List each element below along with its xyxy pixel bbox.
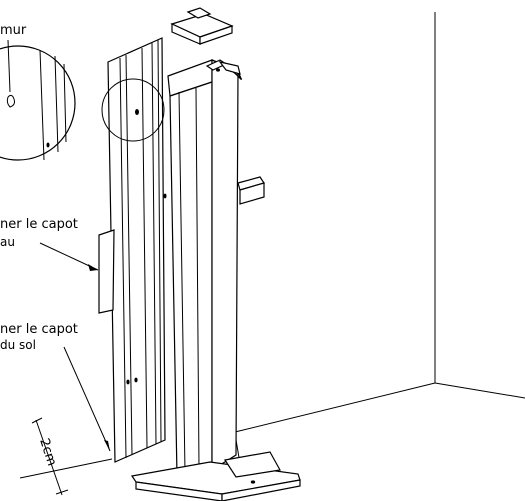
base-plate <box>130 451 301 501</box>
room-corner <box>19 12 525 479</box>
floor-cover-leader <box>63 346 111 452</box>
base-plate-front <box>135 481 223 501</box>
wall-profile-line-4 <box>151 42 157 445</box>
column-side-face <box>211 59 239 472</box>
leaders <box>7 39 111 452</box>
floor-line-left <box>19 458 113 479</box>
side-bracket <box>237 176 265 205</box>
column-front-face <box>169 81 213 477</box>
wall-profile-side-hole <box>163 193 167 199</box>
dimension-label: 2cm <box>36 437 59 468</box>
dimension-line <box>35 419 63 496</box>
wall-profile-line-3 <box>141 47 148 449</box>
detail-line-1 <box>39 49 45 161</box>
floor-cover-label-line2: du sol <box>0 338 36 352</box>
upper-cover-leader <box>39 242 99 271</box>
wall-profile-body <box>107 37 166 463</box>
base-inner-block <box>224 451 281 478</box>
top-cap-side <box>199 25 233 45</box>
top-cap-knob <box>186 7 212 19</box>
cover-plate <box>98 229 115 314</box>
wall-profile <box>107 37 167 463</box>
column-front-line-1 <box>178 91 186 473</box>
detail-line-2 <box>54 55 59 153</box>
base-plate-side <box>221 479 301 501</box>
column-cap-tab-right <box>218 61 241 75</box>
detail-circle-small <box>101 78 165 142</box>
wall-profile-line-2 <box>125 54 133 456</box>
upper-cover-label-line2: au <box>0 235 15 249</box>
detail-keyhole-icon <box>6 94 15 108</box>
wall-floor-left-edge <box>234 382 436 433</box>
detail-hole <box>46 142 50 148</box>
wall-callout-label: mur <box>0 23 27 38</box>
column-bolt <box>216 68 220 72</box>
base-hole <box>250 480 256 484</box>
floor-cover-arrowhead <box>104 440 110 451</box>
floor-cover-label-line1: ner le capot <box>0 322 78 337</box>
wall-floor-right-edge <box>434 382 525 399</box>
dimension-2cm <box>31 417 69 496</box>
wall-profile-line-1 <box>119 57 127 459</box>
bracket-front <box>239 182 265 205</box>
loose-cover-plate <box>98 229 115 314</box>
wall-callout-leader <box>7 39 11 93</box>
wall-profile-hole-bottom-1 <box>126 379 130 385</box>
wall-profile-line-5 <box>157 39 162 443</box>
wall-profile-hole-bottom-2 <box>134 377 138 383</box>
upper-cover-arrowhead <box>88 264 98 271</box>
main-column <box>167 59 243 477</box>
top-cap <box>170 7 234 45</box>
detail-line-3 <box>63 63 67 143</box>
upper-cover-label-line1: ner le capot <box>0 217 78 232</box>
dimension-tick-bottom <box>55 489 69 495</box>
column-front-line-2 <box>195 87 200 469</box>
detail-circle-large <box>0 45 76 161</box>
detail-magnified <box>0 45 76 161</box>
dimension-tick-top <box>31 417 43 424</box>
wall-profile-hole-top <box>135 109 139 115</box>
